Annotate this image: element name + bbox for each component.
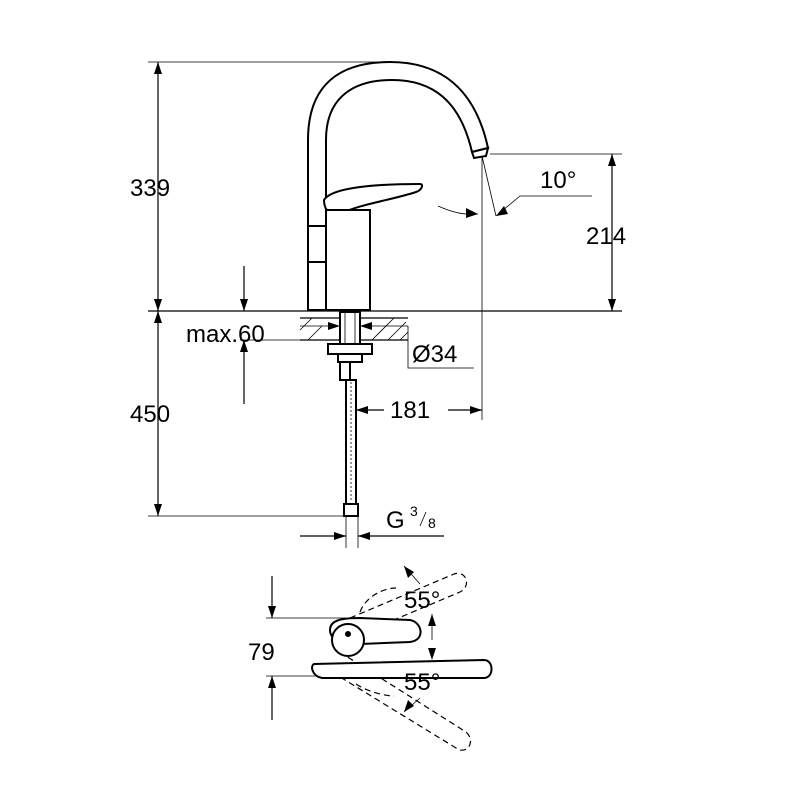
- spout-top: [311, 658, 493, 679]
- faucet-side-view: [148, 60, 622, 517]
- dim-spout-angle: 10°: [437, 155, 592, 420]
- mounting-shank: [339, 311, 361, 347]
- dim-connection: G 3 8: [300, 503, 444, 548]
- dim-hole-diameter: Ø34: [300, 322, 474, 369]
- dim-total-height: 339: [130, 61, 390, 311]
- dim-reach: 181: [356, 397, 482, 424]
- label-lever-angle-bottom: 55°: [404, 669, 440, 696]
- lever-position-left: [349, 572, 468, 637]
- lever-position-right: [331, 655, 471, 751]
- label-handle-depth: 79: [248, 639, 275, 666]
- dim-lever-angle-bottom: 55°: [403, 648, 440, 713]
- dim-handle-depth: 79: [248, 576, 346, 720]
- label-connection-g: G: [386, 507, 405, 534]
- hub-dot: [345, 631, 351, 637]
- label-spout-height: 214: [586, 223, 626, 250]
- dim-below-deck: 450: [130, 311, 346, 517]
- flex-hose: [343, 379, 359, 517]
- mounting-nut: [327, 343, 373, 355]
- body-column: [325, 209, 371, 311]
- label-hole-diameter: Ø34: [412, 341, 457, 368]
- spout-outlet: [470, 146, 490, 160]
- label-connection-num: 3: [410, 503, 418, 519]
- label-reach: 181: [390, 397, 430, 424]
- label-max-deck: max.60: [186, 321, 265, 348]
- label-total-height: 339: [130, 175, 170, 202]
- label-spout-angle: 10°: [540, 167, 576, 194]
- label-connection-den: 8: [428, 515, 436, 531]
- label-below-deck: 450: [130, 401, 170, 428]
- dim-max-deck: max.60: [186, 266, 300, 404]
- dim-spout-height: 214: [490, 153, 626, 311]
- mixer-hub: [331, 623, 365, 657]
- faucet-top-view: [311, 572, 493, 751]
- dim-lever-angle-top: 55°: [403, 565, 440, 640]
- label-lever-angle-top: 55°: [404, 587, 440, 614]
